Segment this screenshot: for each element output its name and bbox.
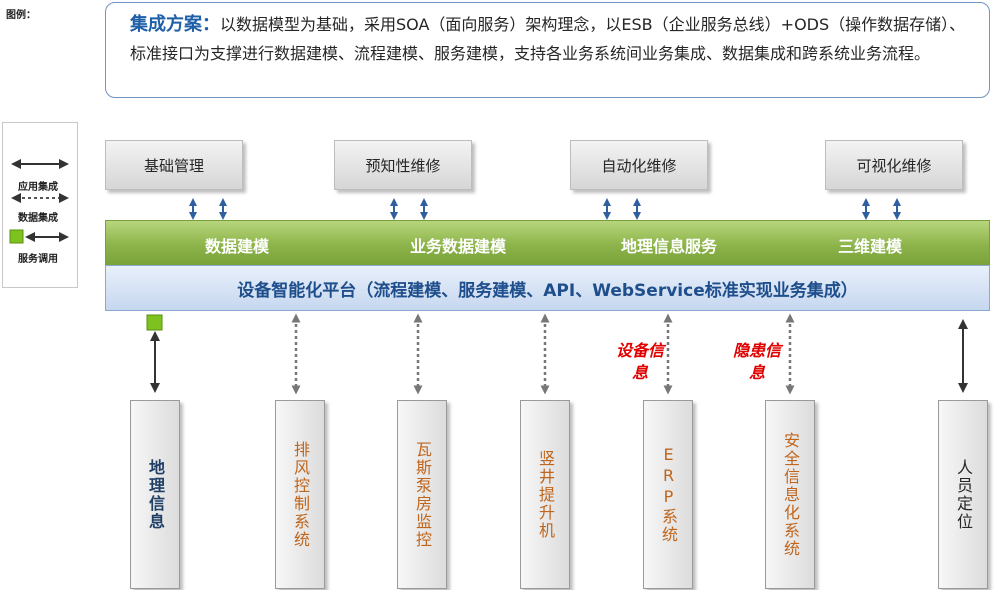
service-call-square [146, 314, 163, 331]
system-gas-pump-monitoring: 瓦斯泵房监控 [397, 400, 447, 589]
modeling-item-business-data: 业务数据建模 [410, 237, 507, 256]
intro-text: 以数据模型为基础，采用SOA（面向服务）架构理念，以ESB（企业服务总线）+OD… [130, 15, 966, 63]
module-visual-maintenance: 可视化维修 [825, 140, 963, 190]
system-shaft-hoist-label: 竖井提升机 [536, 449, 555, 540]
intro-box: 集成方案：以数据模型为基础，采用SOA（面向服务）架构理念，以ESB（企业服务总… [105, 2, 990, 98]
system-exhaust-control-label: 排风控制系统 [291, 440, 310, 549]
module-connectors [189, 198, 901, 220]
system-gis-label: 地理信息 [146, 458, 165, 531]
system-personnel-positioning-label: 人员定位 [954, 458, 973, 531]
system-gas-pump-monitoring-label: 瓦斯泵房监控 [413, 440, 432, 549]
module-basic-management: 基础管理 [105, 140, 243, 190]
module-predictive-maintenance: 预知性维修 [334, 140, 472, 190]
modeling-item-data: 数据建模 [205, 237, 270, 256]
intro-lead: 集成方案： [130, 14, 220, 35]
modeling-item-gis-service: 地理信息服务 [621, 237, 718, 256]
note-equipment-info: 设备信息 [616, 341, 665, 382]
legend-app-integration-label: 应用集成 [18, 182, 58, 193]
system-personnel-positioning: 人员定位 [938, 400, 988, 589]
system-exhaust-control: 排风控制系统 [275, 400, 325, 589]
system-gis: 地理信息 [130, 400, 180, 589]
platform-bar: 设备智能化平台（流程建模、服务建模、API、WebService标准实现业务集成… [105, 265, 990, 311]
note-hazard-info: 隐患信息 [733, 341, 782, 382]
system-erp-label: ERP系统 [659, 445, 678, 544]
modeling-item-3d: 三维建模 [838, 237, 903, 256]
system-shaft-hoist: 竖井提升机 [520, 400, 570, 589]
system-safety-info: 安全信息化系统 [765, 400, 815, 589]
legend-title: 图例： [6, 10, 36, 21]
legend-service-square [9, 229, 24, 244]
system-safety-info-label: 安全信息化系统 [781, 431, 800, 558]
module-automated-maintenance: 自动化维修 [570, 140, 708, 190]
legend-data-integration-label: 数据集成 [18, 213, 58, 224]
system-erp: ERP系统 [643, 400, 693, 589]
modeling-bar [105, 220, 990, 266]
legend-service-call-label: 服务调用 [18, 254, 58, 265]
legend [2, 122, 78, 288]
